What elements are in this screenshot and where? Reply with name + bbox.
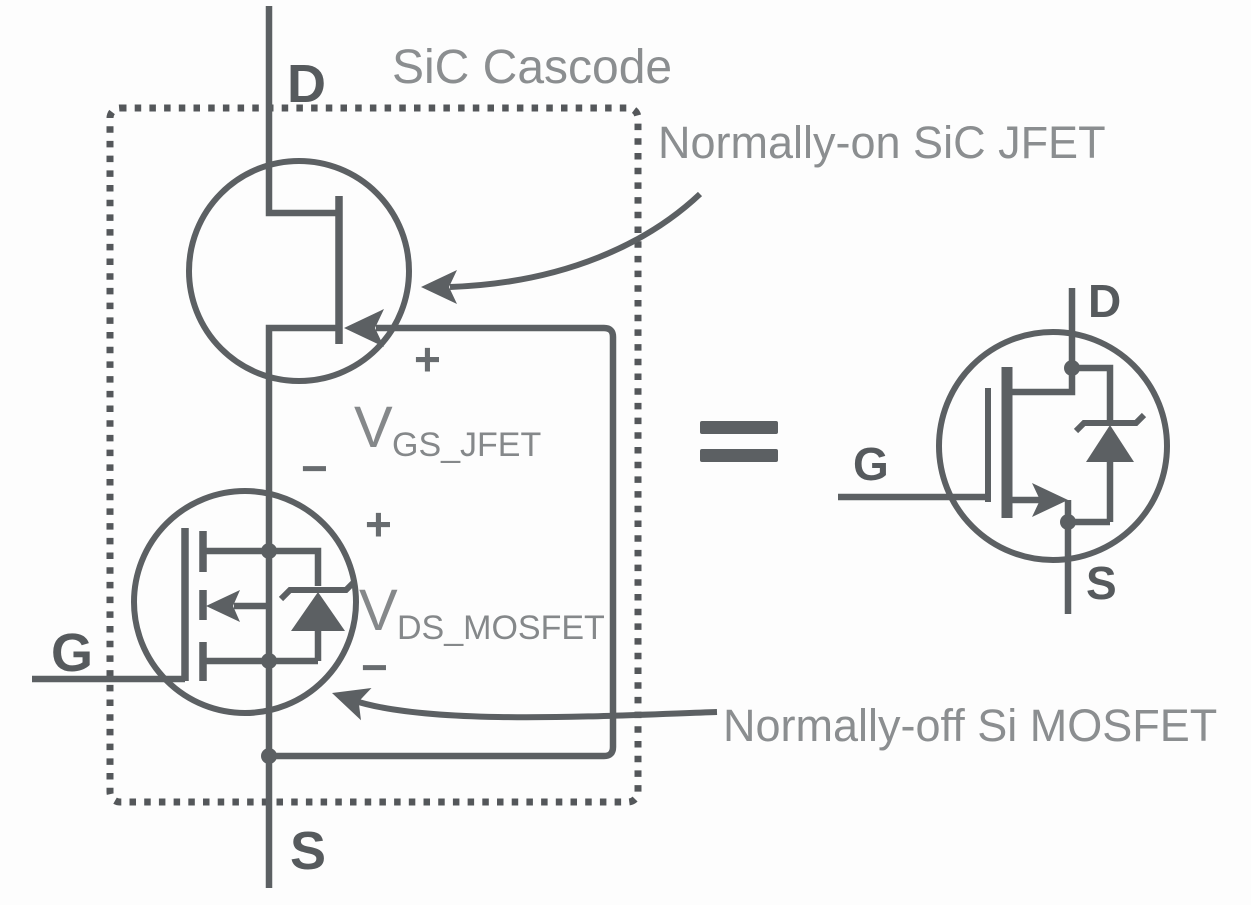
vds-mosfet-label: + V DS_MOSFET − xyxy=(359,498,605,693)
equals-bottom-bar xyxy=(700,449,778,462)
jfet-symbol xyxy=(186,6,412,888)
mosfet-leader-curve xyxy=(351,697,718,721)
vgs-plus-sign: + xyxy=(414,333,441,385)
jfet-leader-curve xyxy=(449,191,703,290)
body-diode-icon xyxy=(269,547,358,661)
equivalent-source-dot xyxy=(1060,514,1076,530)
jfet-gate-arrow-icon xyxy=(344,309,384,347)
jfet-drain-wire xyxy=(265,6,336,217)
vds-base: V xyxy=(359,578,398,643)
gate-label: G xyxy=(51,623,93,683)
equivalent-source-arrow-icon xyxy=(1032,483,1068,517)
equivalent-drain-connect xyxy=(1012,368,1076,396)
equivalent-gate-label: G xyxy=(853,438,889,490)
cascode-dotted-box xyxy=(106,104,642,806)
vds-subscript: DS_MOSFET xyxy=(397,609,605,647)
equals-icon xyxy=(700,421,778,462)
junction-dot-source-node xyxy=(261,748,277,764)
equals-top-bar xyxy=(700,421,778,434)
equivalent-diode-top-branch xyxy=(1072,364,1114,424)
equivalent-drain-dot xyxy=(1064,360,1080,376)
equivalent-circle xyxy=(936,329,1170,563)
jfet-annotation: Normally-on SiC JFET xyxy=(658,117,1106,168)
junction-dot-drain xyxy=(261,543,277,559)
vds-minus-sign: − xyxy=(361,641,388,693)
mosfet-circle xyxy=(131,488,359,716)
jfet-source-trunk-wire xyxy=(265,324,336,888)
junction-dot-source-bar xyxy=(261,653,277,669)
mosfet-leader-arrow-icon xyxy=(332,687,372,721)
vgs-base: V xyxy=(354,395,393,460)
mosfet-annotation: Normally-off Si MOSFET xyxy=(723,700,1217,751)
source-label: S xyxy=(290,821,326,881)
zener-cathode-bar xyxy=(278,578,358,602)
mosfet-body-arrow-icon xyxy=(206,590,240,622)
vds-plus-sign: + xyxy=(365,498,392,550)
diagram-title: SiC Cascode xyxy=(392,41,672,94)
jfet-annotation-arrow xyxy=(421,191,703,304)
diode-top-branch xyxy=(269,547,322,586)
drain-label: D xyxy=(287,54,326,114)
equivalent-device-symbol xyxy=(838,288,1170,614)
equivalent-drain-label: D xyxy=(1088,275,1121,327)
jfet-leader-arrow-icon xyxy=(421,270,457,304)
equivalent-zener-triangle xyxy=(1086,425,1134,462)
jfet-circle xyxy=(186,158,412,384)
equivalent-zener-cathode-bar xyxy=(1073,412,1147,434)
vgs-subscript: GS_JFET xyxy=(392,426,541,464)
equivalent-source-label: S xyxy=(1086,557,1117,609)
mosfet-symbol xyxy=(32,488,359,764)
mosfet-annotation-arrow xyxy=(332,687,718,721)
feedback-loop-wire xyxy=(269,324,617,760)
equivalent-body-diode-icon xyxy=(1072,364,1147,522)
vgs-minus-sign: − xyxy=(301,442,328,494)
vgs-jfet-label: + V GS_JFET − xyxy=(301,333,541,494)
zener-triangle xyxy=(291,592,345,631)
